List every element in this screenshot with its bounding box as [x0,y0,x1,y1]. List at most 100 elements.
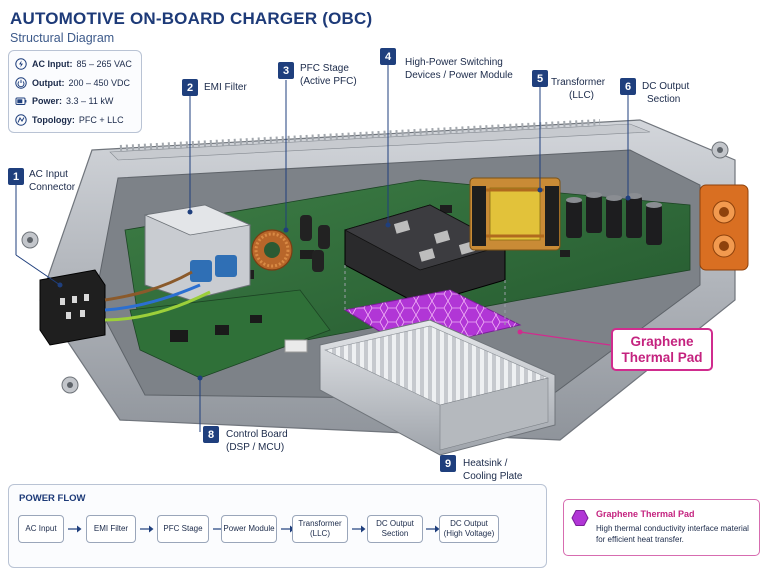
callout-label: High-Power Switching Devices / Power Mod… [405,56,513,82]
flow-step-line: (LLC) [309,529,330,538]
callout-label: AC Input Connector [29,168,75,194]
flow-step-line: Power Module [223,524,275,533]
ac-connector [39,269,211,346]
transformer [469,177,561,251]
flow-step-line: Section [381,529,409,538]
callout-label: Control Board (DSP / MCU) [226,428,288,454]
callout-label: PFC Stage (Active PFC) [300,62,357,88]
callout-line: Transformer [551,77,606,88]
callout-pfc-stage: 3 PFC Stage (Active PFC) [278,62,357,88]
callout-line: Heatsink / [463,458,508,469]
arrow-right-icon [68,525,82,533]
dc-connector [699,184,749,271]
leader-lines [15,65,629,462]
power-flow-panel: POWER FLOW AC Input EMI Filter PFC Stage… [8,484,547,568]
spec-value: 3.3 – 11 kW [66,96,114,107]
flow-step-line: DC Output [450,519,488,528]
graphene-callout-line: Thermal Pad [621,349,703,365]
spec-topology: Topology: PFC + LLC [15,111,135,130]
callout-number: 6 [620,78,636,95]
spec-key: Output: [32,77,65,88]
flow-step: Power Module [221,515,277,543]
callout-number: 4 [380,48,396,65]
flow-step: AC Input [18,515,64,543]
spec-power: Power: 3.3 – 11 kW [15,92,135,111]
callout-label: DC Output Section [642,80,689,106]
flow-step-line: Transformer [298,519,342,528]
dc-output-capacitors [566,192,662,245]
spec-value: PFC + LLC [78,114,124,125]
callout-transformer: 5 Transformer (LLC) [532,70,605,102]
topology-icon [15,114,27,126]
callout-ac-input: 1 AC Input Connector [8,168,75,194]
flow-step: EMI Filter [86,515,136,543]
arrow-right-icon [140,525,154,533]
callout-label: EMI Filter [204,81,247,94]
page-title: AUTOMOTIVE ON-BOARD CHARGER (OBC) [10,9,373,28]
heatsink [319,319,556,456]
arrow-right-icon [352,525,366,533]
callout-line: High-Power Switching [405,57,503,68]
callout-dc-output: 6 DC Output Section [620,78,689,106]
callout-emi-filter: 2 EMI Filter [182,79,247,96]
flow-step: Transformer(LLC) [292,515,348,543]
callout-power-module: 4 High-Power Switching Devices / Power M… [380,48,513,82]
hexagon-icon [571,510,589,526]
graphene-callout: Graphene Thermal Pad [611,328,713,371]
callout-line: EMI Filter [204,82,247,93]
callout-number: 8 [203,426,219,443]
power-icon [15,77,27,89]
callout-label: Heatsink / Cooling Plate [463,457,522,483]
callout-line: Connector [29,182,76,193]
spec-key: Topology: [32,114,75,125]
callout-line: (DSP / MCU) [226,442,285,453]
control-board [129,289,331,379]
flow-step: PFC Stage [157,515,209,543]
callout-line: AC Input [29,169,68,180]
callout-number: 2 [182,79,198,96]
callout-line: PFC Stage [300,63,349,74]
spec-ac-input: AC Input: 85 – 265 VAC [15,55,135,74]
legend-title: Graphene Thermal Pad [596,509,695,519]
callout-number: 9 [440,455,456,472]
flow-step: DC Output(High Voltage) [439,515,499,543]
battery-icon [15,97,27,106]
callout-line: Control Board [226,429,288,440]
power-flow-title: POWER FLOW [19,493,86,504]
page-subtitle: Structural Diagram [10,31,115,45]
callout-dots [57,187,631,381]
flow-step-line: EMI Filter [93,524,129,533]
lightning-icon [15,58,27,70]
callout-heatsink: 9 Heatsink / Cooling Plate [440,455,522,483]
arrow-right-icon [426,525,440,533]
callout-label: Transformer (LLC) [551,76,605,102]
spec-key: AC Input: [32,59,73,70]
spec-output: Output: 200 – 450 VDC [15,74,135,93]
graphene-callout-line: Graphene [630,333,694,349]
spec-key: Power: [32,96,63,107]
flow-step-line: (High Voltage) [443,529,495,538]
emi-filter [143,204,252,301]
callout-line: DC Output [642,81,690,92]
specs-panel: AC Input: 85 – 265 VAC Output: 200 – 450… [8,50,142,133]
spec-value: 200 – 450 VDC [68,77,131,88]
callout-number: 5 [532,70,548,87]
spec-value: 85 – 265 VAC [76,59,132,70]
legend-description: High thermal conductivity interface mate… [596,524,749,544]
callout-control-board: 8 Control Board (DSP / MCU) [203,426,288,454]
callout-line: Devices / Power Module [405,70,513,81]
flow-step-line: DC Output [376,519,414,528]
flow-step-line: AC Input [25,524,57,533]
callout-number: 1 [8,168,24,185]
callout-line: Section [647,94,681,105]
flow-step-line: PFC Stage [163,524,203,533]
graphene-legend: Graphene Thermal Pad High thermal conduc… [563,499,760,556]
callout-line: (Active PFC) [300,76,357,87]
callout-line: (LLC) [569,90,595,101]
callout-line: Cooling Plate [463,471,523,482]
graphene-callout-label: Graphene Thermal Pad [621,334,702,366]
pfc-inductor [251,215,330,272]
callout-number: 3 [278,62,294,79]
